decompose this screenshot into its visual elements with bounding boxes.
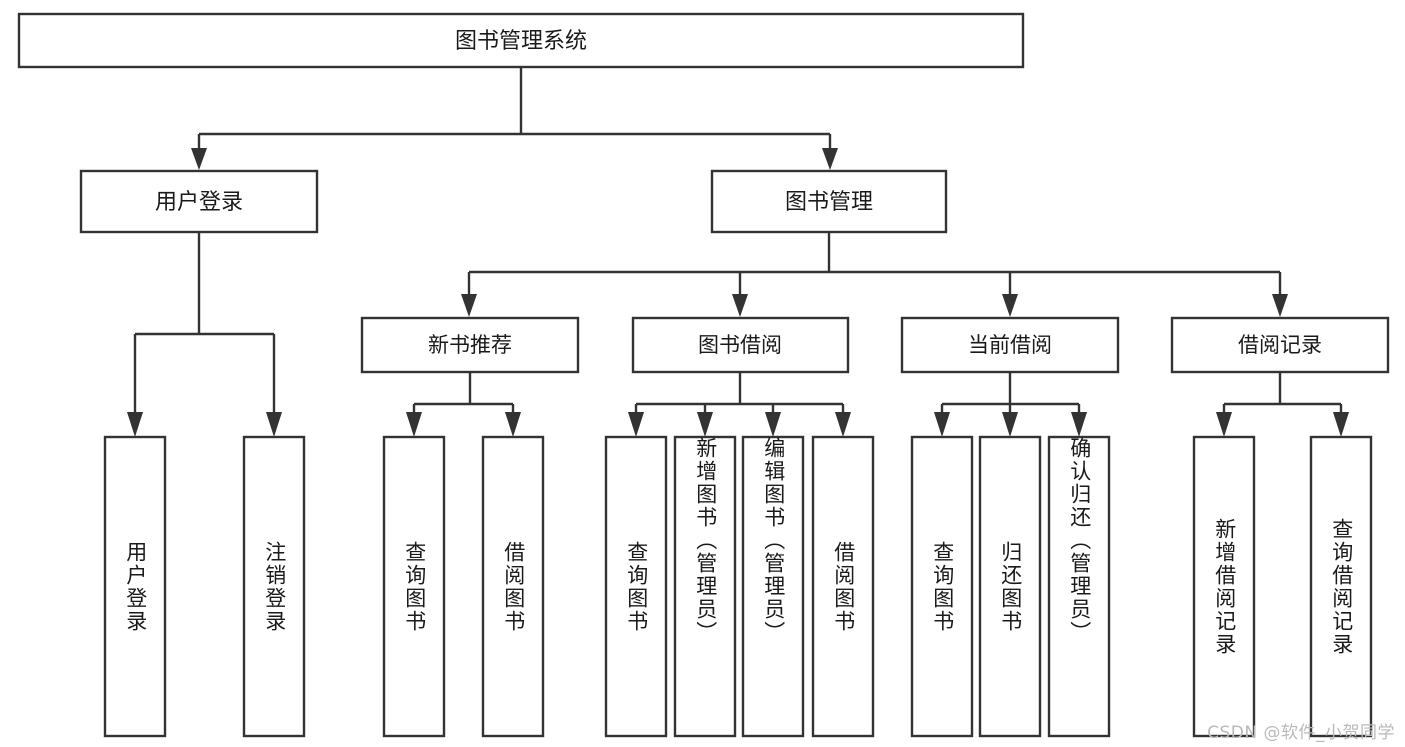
leaf-box-query-book-3[interactable] xyxy=(910,435,974,738)
arrow-head-bookborrow-leaf4 xyxy=(835,412,851,437)
arrow-head-leaf-logout xyxy=(266,412,282,437)
arrow-head-currentborrow-leaf1 xyxy=(934,412,950,437)
leaf-box-edit-book-admin[interactable] xyxy=(741,435,805,738)
arrow-head-bookborrow-leaf1 xyxy=(628,412,644,437)
leaf-box-add-book-admin[interactable] xyxy=(673,435,737,738)
arrow-head-bookborrow-leaf3 xyxy=(765,412,781,437)
leaf-box-add-borrow-record[interactable] xyxy=(1192,435,1256,738)
arrow-head-currentborrow-leaf3 xyxy=(1071,412,1087,437)
arrow-head-newbook-leaf2 xyxy=(505,412,521,437)
watermark-text: CSDN @软件_小贺同学 xyxy=(1207,723,1395,743)
node-current-borrow[interactable]: 当前借阅 xyxy=(900,316,1120,374)
node-book-borrow-label: 图书借阅 xyxy=(698,333,782,357)
arrow-head-currentborrow-leaf2 xyxy=(1002,412,1018,437)
leaf-box-borrow-book-1[interactable] xyxy=(481,435,545,738)
arrow-head-leaf-user-login xyxy=(127,412,143,437)
arrow-head-bookborrow-leaf2 xyxy=(697,412,713,437)
node-current-borrow-label: 当前借阅 xyxy=(968,333,1052,357)
node-borrow-record-label: 借阅记录 xyxy=(1238,333,1322,357)
node-book-borrow-rect xyxy=(631,316,850,374)
leaf-box-user-login[interactable] xyxy=(103,435,167,738)
arrow-head-newbook-leaf1 xyxy=(406,412,422,437)
node-root-label: 图书管理系统 xyxy=(455,29,587,54)
arrow-head-borrowrecord xyxy=(1272,294,1288,317)
node-new-book-recommend-label: 新书推荐 xyxy=(428,333,512,357)
node-borrow-record[interactable]: 借阅记录 xyxy=(1170,316,1390,374)
node-new-book-recommend[interactable]: 新书推荐 xyxy=(360,316,580,374)
node-book-management[interactable]: 图书管理 xyxy=(710,169,948,234)
leaf-box-return-book[interactable] xyxy=(978,435,1042,738)
leaf-box-query-book-1[interactable] xyxy=(382,435,446,738)
node-book-management-label: 图书管理 xyxy=(785,190,873,215)
node-book-management-rect xyxy=(710,169,948,234)
node-root-rect xyxy=(17,12,1025,69)
arrow-head-currentborrow xyxy=(1002,294,1018,317)
arrow-head-newbook xyxy=(461,294,477,317)
node-user-login[interactable]: 用户登录 xyxy=(79,169,319,234)
arrow-head-borrowrecord-leaf1 xyxy=(1216,412,1232,437)
leaf-box-query-book-2[interactable] xyxy=(604,435,668,738)
node-borrow-record-rect xyxy=(1170,316,1390,374)
leaf-box-borrow-book-2[interactable] xyxy=(811,435,875,738)
node-current-borrow-rect xyxy=(900,316,1120,374)
node-user-login-label: 用户登录 xyxy=(155,190,243,215)
node-book-borrow[interactable]: 图书借阅 xyxy=(631,316,850,374)
leaf-box-logout[interactable] xyxy=(242,435,306,738)
arrow-head-bookborrow xyxy=(732,294,748,317)
leaf-box-query-borrow-record[interactable] xyxy=(1309,435,1373,738)
node-root-system[interactable]: 图书管理系统 xyxy=(17,12,1025,69)
arrow-head-borrowrecord-leaf2 xyxy=(1333,412,1349,437)
arrow-head-bookmgmt xyxy=(822,148,838,170)
node-new-book-recommend-rect xyxy=(360,316,580,374)
arrow-head-userlogin xyxy=(191,148,207,170)
leaf-box-confirm-return-admin[interactable] xyxy=(1047,435,1111,738)
